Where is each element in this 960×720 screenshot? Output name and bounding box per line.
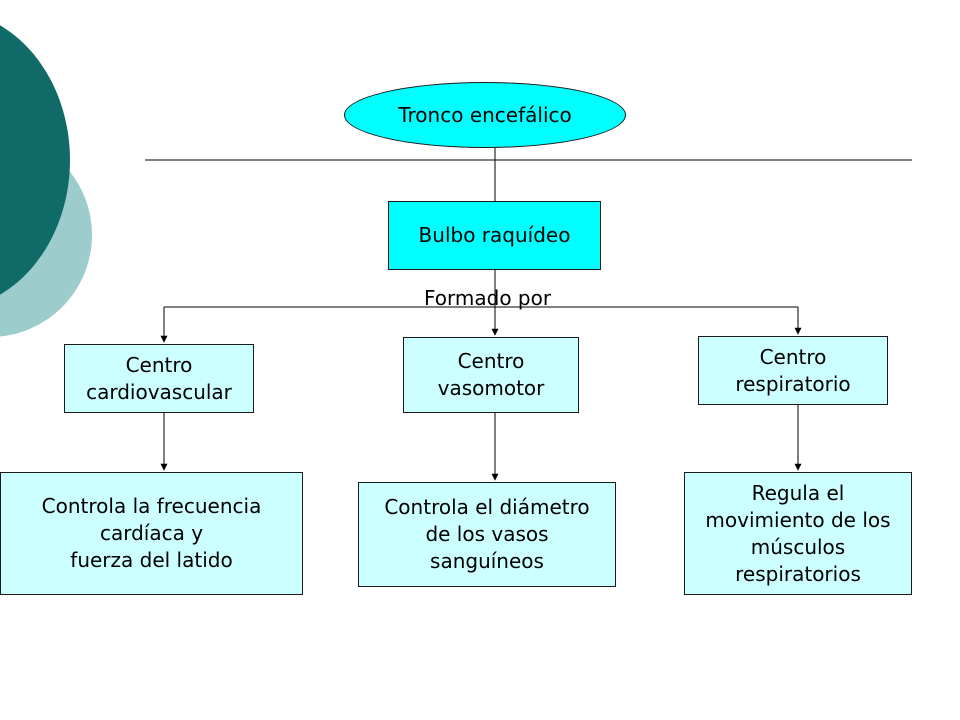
node-bulbo-label: Bulbo raquídeo xyxy=(418,223,571,247)
node-centro-vasomotor: Centro vasomotor xyxy=(403,337,579,413)
node-centro-respiratorio: Centro respiratorio xyxy=(698,336,888,405)
root-node-label: Tronco encefálico xyxy=(398,102,572,127)
function-vasomotor-label: Controla el diámetro de los vasos sanguí… xyxy=(384,495,590,573)
decor-dark-circle xyxy=(0,25,70,295)
node-function-vasomotor: Controla el diámetro de los vasos sanguí… xyxy=(358,482,616,587)
node-bulbo-raquideo: Bulbo raquídeo xyxy=(388,201,601,270)
node-vasomotor-label: Centro vasomotor xyxy=(437,349,545,400)
function-respiratorio-label: Regula el movimiento de los músculos res… xyxy=(705,480,891,586)
node-respiratorio-label: Centro respiratorio xyxy=(735,344,851,396)
node-function-cardiovascular: Controla la frecuencia cardíaca y fuerza… xyxy=(0,472,303,595)
node-centro-cardiovascular: Centro cardiovascular xyxy=(64,344,254,413)
node-cardiovascular-label: Centro cardiovascular xyxy=(86,352,232,404)
function-cardiovascular-label: Controla la frecuencia cardíaca y fuerza… xyxy=(41,494,262,572)
node-function-respiratorio: Regula el movimiento de los músculos res… xyxy=(684,472,912,595)
connector-label-formado-por: Formado por xyxy=(424,286,552,310)
root-node-tronco-encefalico: Tronco encefálico xyxy=(344,82,626,148)
